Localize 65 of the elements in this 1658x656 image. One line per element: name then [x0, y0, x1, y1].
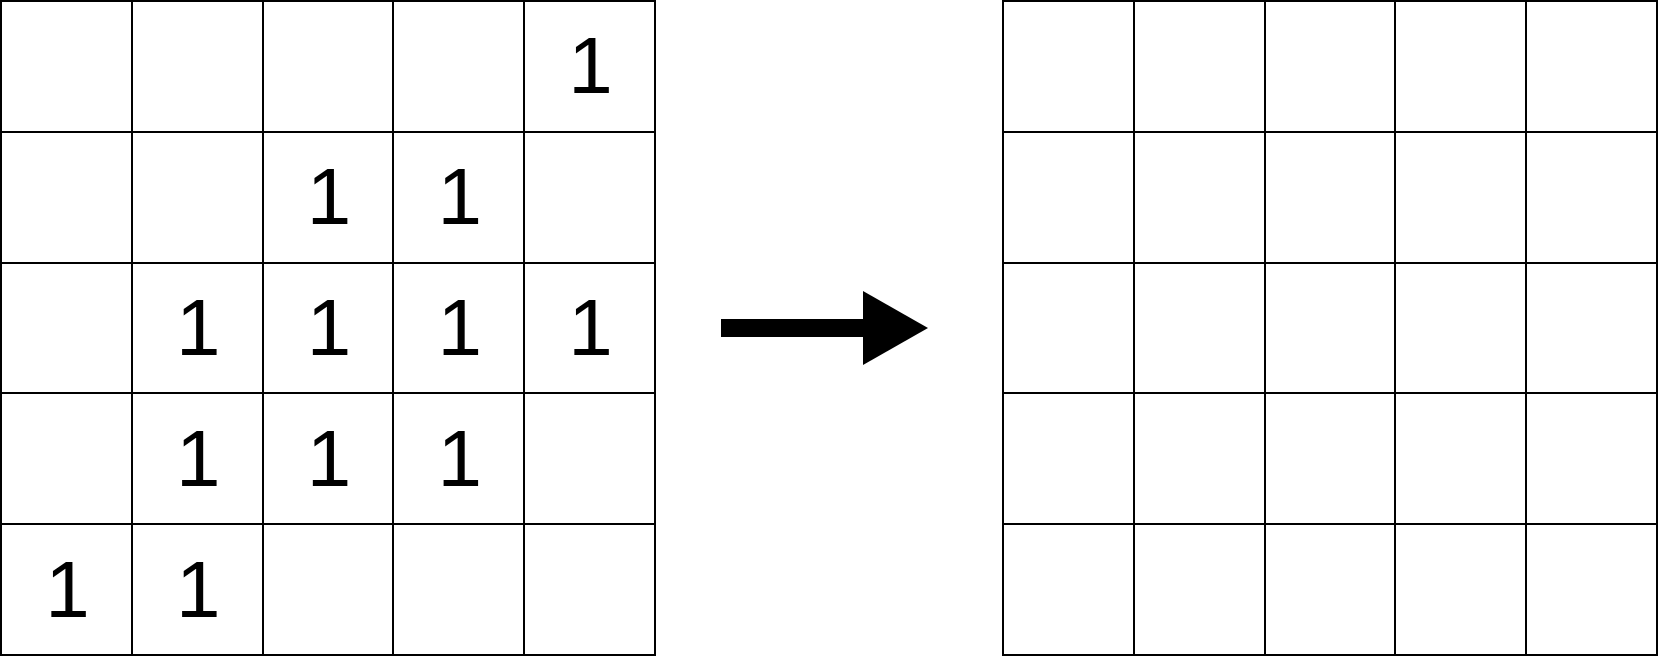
grid-cell	[1396, 2, 1526, 131]
grid-cell	[263, 525, 393, 654]
grid-cell	[132, 525, 262, 654]
cell-value: 1	[306, 157, 352, 238]
grid-cell	[1396, 263, 1526, 393]
grid-cell	[394, 2, 524, 131]
cell-value: 1	[437, 418, 483, 499]
cell-value: 1	[568, 26, 613, 107]
grid-cell	[1004, 394, 1133, 524]
grid-cell	[1527, 132, 1656, 262]
grid-cell	[1134, 132, 1264, 262]
grid-cell	[263, 2, 393, 131]
grid-cell	[1527, 263, 1656, 393]
grid-cell	[394, 132, 524, 262]
cell-value: 1	[437, 288, 483, 368]
grid-cell	[1527, 2, 1656, 131]
grid-cell	[1004, 263, 1133, 393]
grid	[1002, 0, 1658, 656]
grid-cell	[1527, 394, 1656, 524]
grid-cell	[1265, 2, 1395, 131]
grid-cell	[1004, 525, 1133, 654]
grid-cell	[1134, 263, 1264, 393]
grid-cell	[525, 263, 654, 393]
grid-cell	[1265, 525, 1395, 654]
cell-value: 1	[45, 549, 90, 630]
cell-value: 1	[437, 157, 483, 238]
grid-cell	[2, 2, 131, 131]
cell-value: 1	[306, 288, 352, 368]
grid-cell	[394, 394, 524, 524]
grid-cell	[1265, 263, 1395, 393]
grid-cell	[132, 2, 262, 131]
grid-cell	[263, 263, 393, 393]
grid-cell	[2, 132, 131, 262]
grid-cell	[132, 394, 262, 524]
grid-cell	[1134, 525, 1264, 654]
grid-cell	[263, 132, 393, 262]
grid-cell	[1134, 394, 1264, 524]
cell-value: 1	[175, 288, 221, 368]
grid-cell	[1134, 2, 1264, 131]
grid	[0, 0, 656, 656]
grid-cell	[1265, 394, 1395, 524]
grid-cell	[1396, 525, 1526, 654]
grid-cell	[2, 263, 131, 393]
grid-cell	[525, 2, 654, 131]
grid-cell	[1265, 132, 1395, 262]
grid-cell	[132, 132, 262, 262]
cell-value: 1	[175, 549, 221, 630]
grid-cell	[525, 132, 654, 262]
grid-cell	[1396, 394, 1526, 524]
grid-cell	[525, 525, 654, 654]
grid-cell	[2, 394, 131, 524]
arrow	[721, 291, 928, 365]
cell-value: 1	[568, 288, 613, 368]
grid-cell	[263, 394, 393, 524]
cell-value: 1	[306, 418, 352, 499]
grid-cell	[394, 525, 524, 654]
grid-cell	[525, 394, 654, 524]
grid-cell	[2, 525, 131, 654]
grid-cell	[1004, 2, 1133, 131]
grid-cell	[394, 263, 524, 393]
grid-cell	[1396, 132, 1526, 262]
grid-cell	[1004, 132, 1133, 262]
cell-value: 1	[175, 418, 221, 499]
grid-cell	[1527, 525, 1656, 654]
grid-cell	[132, 263, 262, 393]
